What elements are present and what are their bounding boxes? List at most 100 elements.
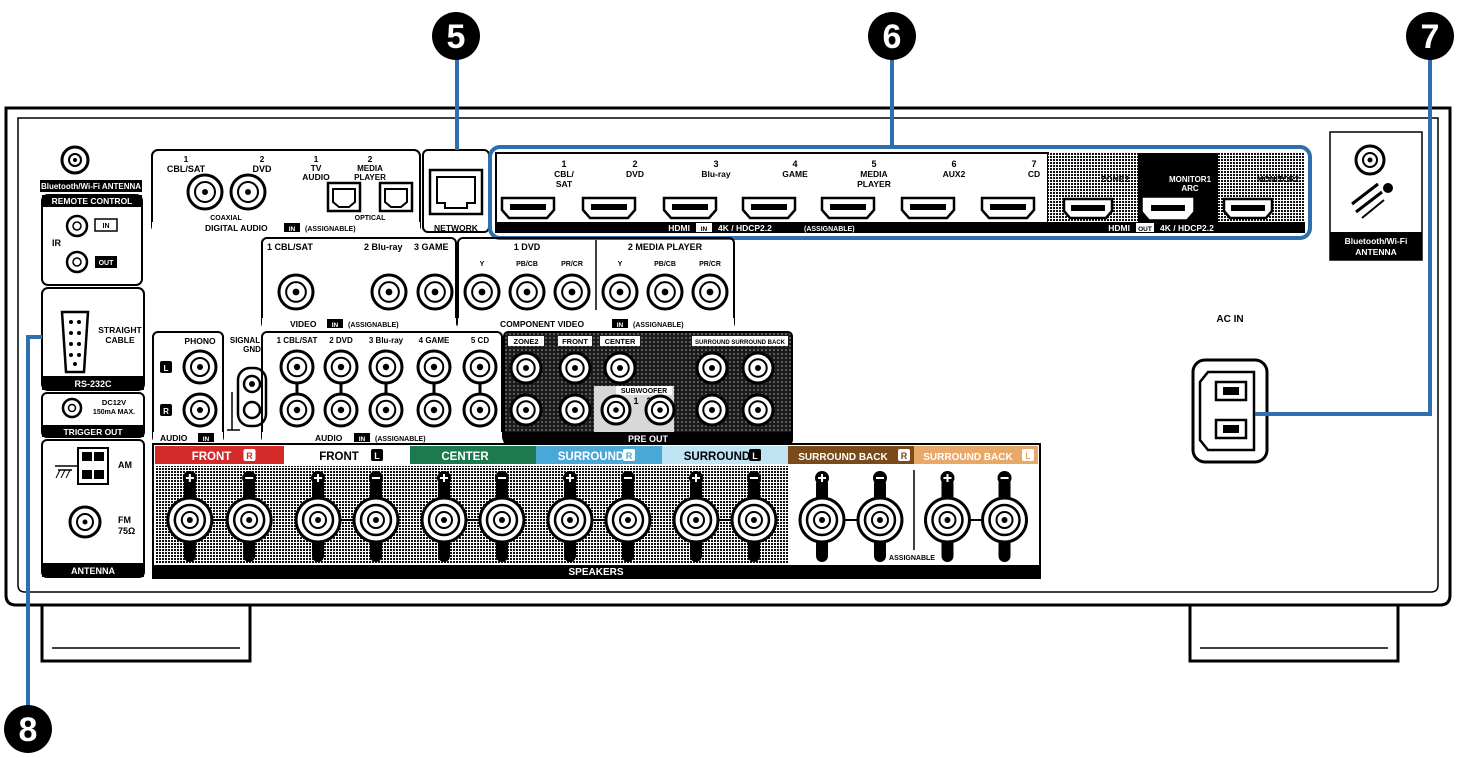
callout-6-text: 6 (883, 18, 902, 56)
phono-r-jack-icon (182, 392, 218, 428)
speaker-terminal-7-minus-icon (981, 471, 1029, 562)
video-jack-2-icon (370, 273, 408, 311)
speaker-suffix-5: L (752, 451, 758, 461)
audio-phono-in: IN (203, 436, 210, 443)
speaker-group-label-1: FRONT (192, 451, 232, 463)
speaker-group-1: FRONT R (155, 446, 284, 564)
callout-7-text: 7 (1421, 18, 1440, 56)
bt-right-line1: Bluetooth/Wi-Fi (1345, 236, 1408, 246)
hdmi-out-spec: 4K / HDCP2.2 (1160, 223, 1214, 233)
speakers-title: SPEAKERS (568, 567, 623, 578)
callouts: 5 6 7 8 (4, 12, 1454, 753)
phono-l: L (164, 364, 169, 373)
video-3-label: 3 GAME (414, 242, 449, 252)
comp-pb-2: PB/CB (654, 261, 676, 268)
antenna-symbol-icon (1351, 182, 1393, 219)
hdmi-in-label-1: CBL/ (554, 169, 574, 179)
hdmi-in-label-7: CD (1028, 169, 1040, 179)
comp-pr-1: PR/CR (561, 261, 583, 268)
callout-5-text: 5 (447, 18, 466, 56)
phono-l-jack-icon (182, 349, 218, 385)
antenna-label: ANTENNA (71, 566, 115, 576)
monitor1-label: MONITOR1 (1169, 175, 1212, 184)
network-label: NETWORK (434, 223, 479, 233)
speaker-group-label-3: CENTER (441, 451, 489, 463)
preout-jack-8-icon (741, 351, 775, 385)
hdmi-in-num-2: 2 (632, 159, 637, 169)
comp-y-2: Y (618, 261, 623, 268)
audio-in-section: PHONO L R AUDIO IN SIGNAL GND 1 (152, 331, 503, 443)
audio-in-col-2: 2 DVD (329, 336, 353, 345)
video-in: IN (332, 322, 339, 329)
left-foot (40, 603, 252, 663)
ir-in-jack-icon (65, 214, 89, 238)
hdmi-in-num-1: 1 (561, 159, 566, 169)
speaker-suffix-7: L (1025, 451, 1031, 461)
hdmi-in-section: HDMI IN 4K / HDCP2.2 (ASSIGNABLE) 1CBL/S… (495, 152, 1049, 233)
speaker-terminal-1-plus-icon (166, 471, 214, 562)
arc-label: ARC (1181, 184, 1199, 193)
hdmi-in-port-4-icon (741, 196, 797, 220)
hdmi-in-spec: 4K / HDCP2.2 (718, 223, 772, 233)
rs232c-label: RS-232C (74, 379, 112, 389)
callout-6: 6 (868, 12, 916, 60)
speaker-terminal-6-plus-icon (798, 471, 846, 562)
speaker-terminal-2-plus-icon (294, 471, 342, 562)
hdmi-in-title: HDMI (668, 223, 690, 233)
hdmi-in-label-4: GAME (782, 169, 808, 179)
component-in: IN (617, 322, 624, 329)
audio-in-l-jack-3-icon (368, 349, 404, 385)
audio-in-l-jack-4-icon (416, 349, 452, 385)
opt2-label-a: MEDIA (357, 164, 383, 173)
audio-in-col-5: 5 CD (471, 336, 489, 345)
ir-out-jack-icon (65, 250, 89, 274)
fm-label: FM (118, 515, 131, 525)
subwoofer-label: SUBWOOFER (621, 388, 667, 395)
opt1-label-a: TV (311, 163, 322, 173)
hdmi-highlight-frame (488, 145, 1312, 240)
rs232c-port-icon (60, 310, 90, 374)
bt-antenna-label: Bluetooth/Wi-Fi ANTENNA (41, 182, 141, 191)
speaker-suffix-2: L (374, 451, 380, 461)
gnd-label: GND (243, 345, 261, 354)
preout-zone2-label: ZONE2 (513, 337, 538, 346)
speaker-terminal-3-minus-icon (478, 471, 526, 562)
opt1-num: 1 (314, 154, 319, 164)
component-jack-3-icon (553, 273, 591, 311)
hdmi-in-label-3: Blu-ray (701, 169, 731, 179)
hdmi-in-port-1-icon (500, 196, 556, 220)
speakers-assignable: ASSIGNABLE (889, 555, 935, 562)
audio-in-col-1: 1 CBL/SAT (277, 336, 318, 345)
speaker-suffix-4: R (626, 451, 633, 461)
bt-right-line2: ANTENNA (1355, 247, 1397, 257)
callout-7: 7 (1406, 12, 1454, 60)
zone2-label: ZONE2 (1101, 174, 1130, 184)
component-jack-6-icon (691, 273, 729, 311)
fm75-label: 75Ω (118, 526, 135, 536)
opt1-label-b: AUDIO (302, 172, 330, 182)
network-section: NETWORK (422, 149, 490, 233)
hdmi-in-num-3: 3 (713, 159, 718, 169)
digital-audio-in: IN (289, 226, 296, 233)
digital-audio-section: 1 CBL/SAT 2 DVD 1 TV AUDIO 2 MEDIA PLAYE… (151, 149, 421, 233)
audio-in-r-jack-4-icon (416, 392, 452, 428)
speaker-group-label-4: SURROUND (558, 451, 624, 463)
ma150-label: 150mA MAX. (93, 409, 135, 416)
comp-y-1: Y (480, 261, 485, 268)
speaker-group-label-2: FRONT (319, 451, 359, 463)
hdmi-out-out: OUT (1138, 226, 1152, 233)
speaker-terminal-5-plus-icon (672, 471, 720, 562)
audio-in-r-jack-2-icon (323, 392, 359, 428)
speaker-group-label-6: SURROUND BACK (798, 452, 888, 463)
hdmi-in-num-5: 5 (871, 159, 876, 169)
speaker-suffix-1: R (246, 451, 253, 461)
hdmi-in-label2-1: SAT (556, 179, 573, 189)
coax1-label: CBL/SAT (167, 164, 206, 174)
preout-jack-7-icon (695, 393, 729, 427)
preout-surround-label: SURROUND SURROUND BACK (695, 340, 786, 346)
audio-in-assignable: (ASSIGNABLE) (375, 436, 426, 443)
ir-out-label: OUT (99, 260, 115, 267)
comp-pr-2: PR/CR (699, 261, 721, 268)
